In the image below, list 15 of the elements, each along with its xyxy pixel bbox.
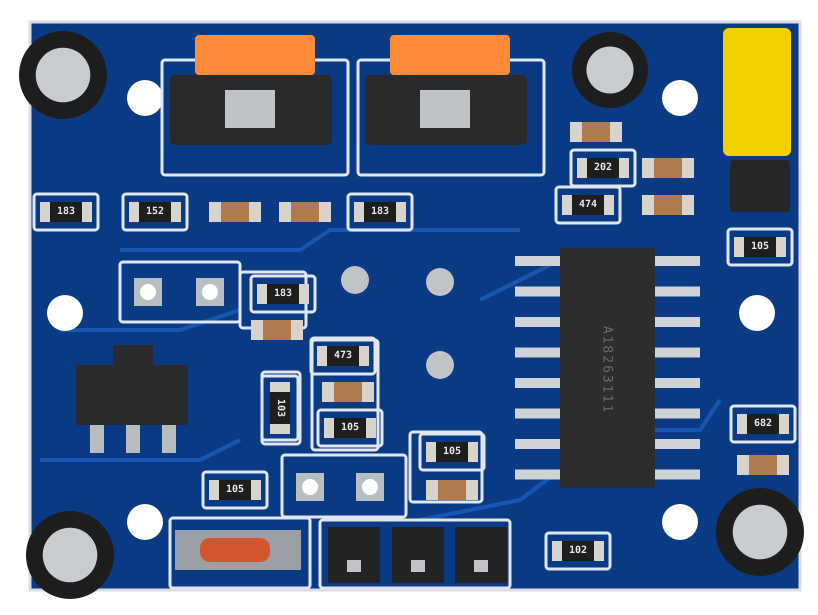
resistor-code: 183: [274, 288, 292, 300]
resistor-code: 473: [334, 350, 352, 362]
resistor-code: 105: [226, 484, 244, 496]
resistor-code: 183: [56, 206, 76, 218]
resistor-code: 474: [578, 199, 598, 211]
resistor-code: 105: [340, 422, 360, 434]
chip-marking: A18263111: [600, 326, 614, 414]
resistor-code: 682: [754, 418, 772, 430]
resistor-code: 103: [274, 398, 286, 418]
resistor-code: 105: [442, 446, 462, 458]
resistor-code: 102: [568, 545, 588, 557]
resistor-code: 105: [750, 241, 770, 253]
resistor-code: 183: [370, 206, 390, 218]
resistor-code: 152: [146, 206, 164, 218]
resistor-code: 202: [594, 162, 612, 174]
